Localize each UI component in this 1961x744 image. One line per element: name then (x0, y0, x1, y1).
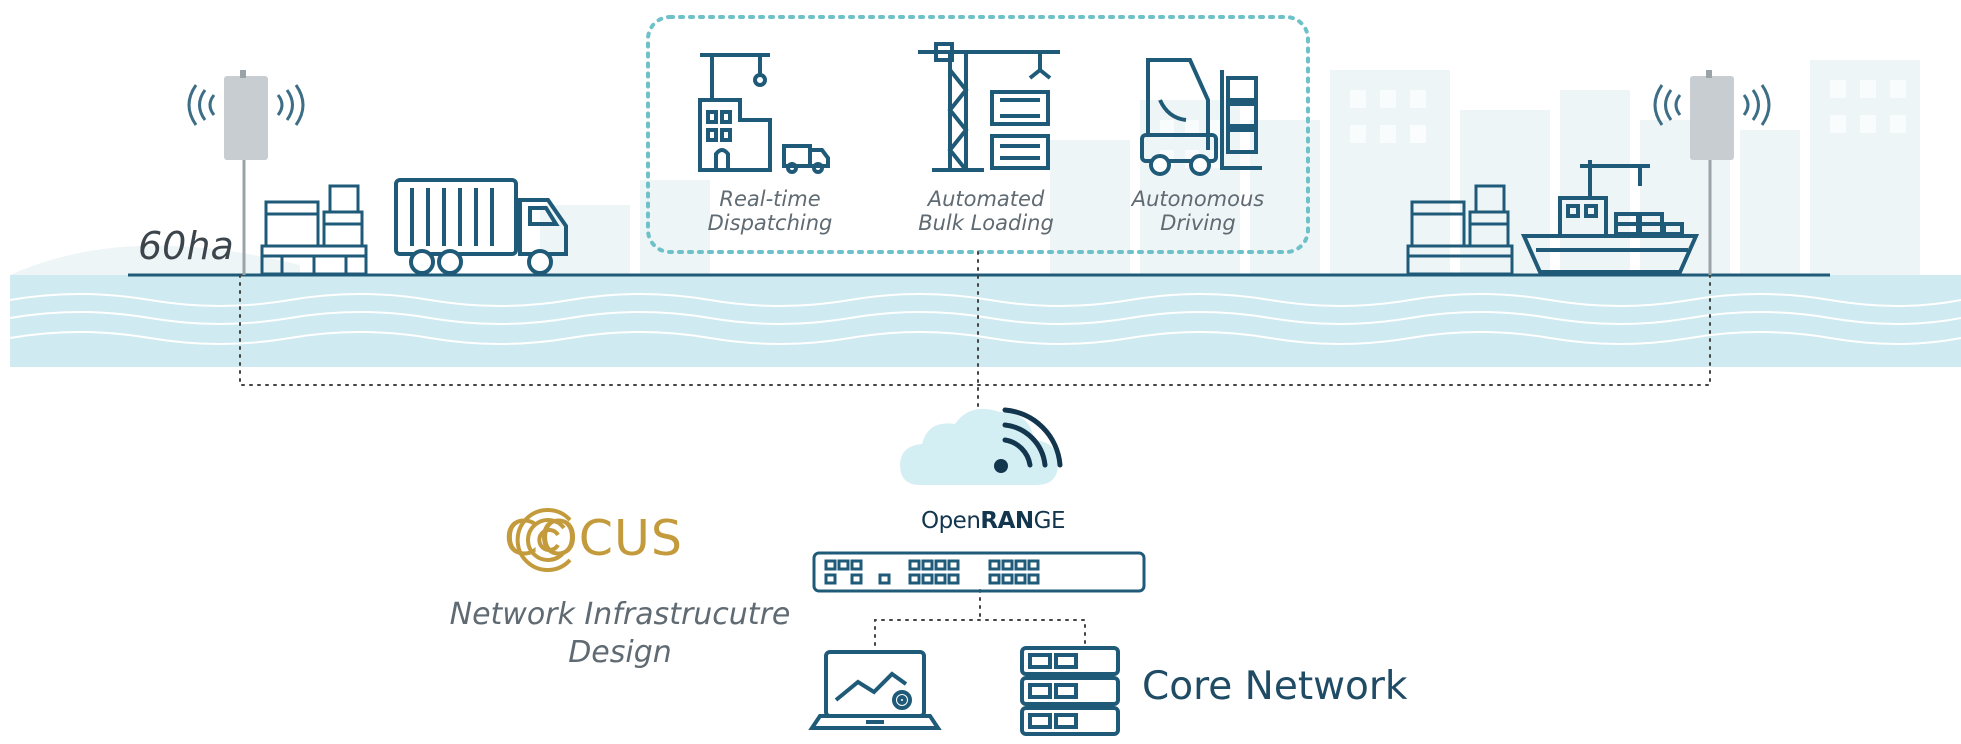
use-case-label-driving: Autonomous Driving (1123, 187, 1273, 235)
openrange-bold: RAN (980, 508, 1034, 534)
laptop-analytics-icon (808, 650, 942, 730)
server-rack-icon (1020, 646, 1120, 736)
openrange-logo: OpenRANGE (888, 508, 1098, 534)
area-label: 60ha (138, 224, 234, 268)
use-case-line1: Real-time (719, 187, 821, 211)
antenna-right-icon (1653, 70, 1771, 275)
crane-containers-icon (918, 42, 1060, 172)
use-case-line1: Autonomous (1131, 187, 1265, 211)
openrange-prefix: Open (920, 508, 981, 534)
cargo-pallet-right-icon (1406, 184, 1514, 276)
core-network-label: Core Network (1142, 664, 1408, 709)
network-switch-icon (812, 551, 1146, 593)
factory-crane-truck-icon (698, 53, 830, 174)
forklift-icon (1140, 58, 1262, 176)
use-case-line1: Automated (927, 187, 1045, 211)
use-case-line2: Driving (1160, 210, 1236, 235)
cocus-caption-line2: Design (568, 635, 672, 671)
network-links (239, 251, 1711, 646)
cocus-logo: COCUS (500, 510, 683, 567)
cocus-name: COCUS (504, 510, 683, 567)
use-case-line2: Dispatching (707, 210, 833, 235)
cocus-caption-line1: Network Infrastrucutre (449, 597, 791, 632)
antenna-left-icon (187, 70, 305, 275)
cloud-wifi-icon (900, 407, 1063, 485)
use-case-label-dispatching: Real-time Dispatching (695, 187, 845, 235)
cargo-ship-icon (1520, 160, 1700, 274)
cocus-caption: Network Infrastrucutre Design (440, 596, 800, 673)
openrange-suffix: GE (1033, 508, 1066, 534)
use-case-line2: Bulk Loading (918, 210, 1054, 235)
container-truck-icon (394, 178, 568, 275)
water-band (9, 273, 1961, 367)
cocus-logo-mark (515, 508, 572, 572)
cargo-pallet-left-icon (260, 184, 368, 276)
use-case-label-bulk-loading: Automated Bulk Loading (906, 187, 1066, 235)
